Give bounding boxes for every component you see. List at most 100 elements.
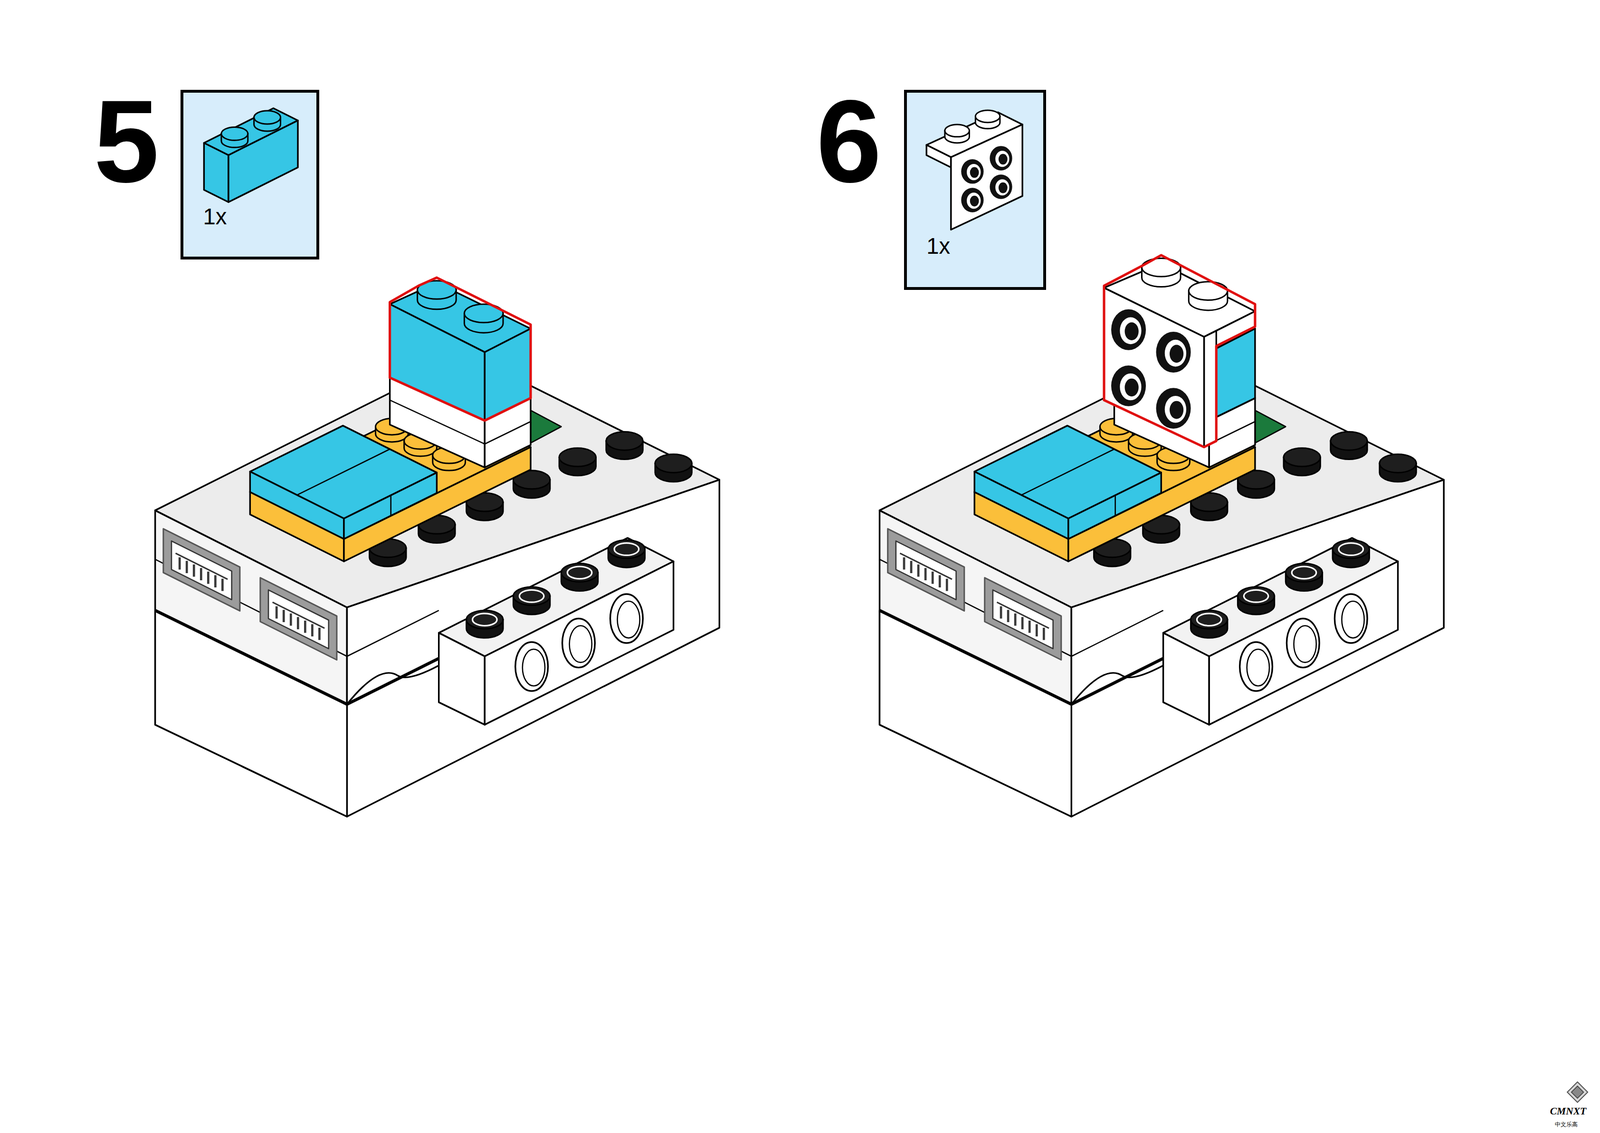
port-pin [924,567,927,581]
port-pin [1028,620,1031,633]
beam-stud-top [608,539,645,559]
hollow-stud-ring [1119,317,1142,345]
port-socket [895,540,957,600]
part-brick-end [204,142,229,203]
port-pin [192,564,196,577]
port-pin [318,627,321,640]
bracket-stud-top [1188,281,1228,301]
port-pin [311,623,314,637]
port-pin [185,560,189,573]
port-pin [903,557,906,570]
hollow-stud [1111,365,1146,407]
beam-stud-ring [472,613,498,626]
new-part-outline [1104,255,1256,448]
port-edge [899,552,953,580]
hollow-stud [990,145,1013,171]
beam-end [438,632,486,725]
beam-stud-top [1332,539,1370,559]
hollow-stud [990,174,1013,200]
hollow-stud [1156,331,1191,373]
part-bracket-end [926,144,952,168]
hub-stud-top [655,454,692,473]
step-number-holder: 6 [816,82,882,200]
hub-assembly [879,255,1445,817]
hub-stud-top [1283,447,1321,467]
port-edge [175,552,229,580]
port-pin [207,571,210,584]
part-stud-top [221,126,248,141]
blue-brick-side [484,328,531,421]
hub-notch [1071,665,1163,705]
port-pin [282,609,286,622]
beam-stud-top [561,563,598,582]
bracket-edge [1204,330,1217,448]
hub-notch [346,665,439,705]
port-pin [289,613,293,626]
port-pin [221,578,224,591]
beam-stud-top [1190,609,1228,629]
watermark-logo [1567,1081,1588,1103]
step-number: 5 [94,82,160,200]
hollow-stud-hole [998,182,1008,194]
watermark: CMNXT [1550,1105,1587,1116]
tile-seam [390,495,392,516]
beam-hole [1239,641,1273,691]
port-pin [1000,606,1003,619]
blue-tile-side [343,472,437,539]
port-socket [268,589,329,648]
hollow-stud-hole [1169,400,1184,420]
green-element [530,409,562,443]
hub-assembly [155,277,720,817]
tile-seam [296,448,390,496]
hollow-stud-ring [966,192,981,209]
brick-seam [484,421,531,444]
port-pin [1042,627,1046,640]
hollow-stud-hole [1124,378,1139,397]
port-socket [171,540,232,600]
beam-hole [515,641,549,691]
step-number-holder: 5 [94,82,160,200]
port-pin [910,560,913,573]
part-icon [183,92,317,257]
port-pin [945,578,949,591]
port-pin [178,557,181,570]
beam-hole-inner [1247,648,1270,686]
port-pin [296,616,300,629]
logo-diamond [1567,1081,1588,1103]
hollow-stud-ring [1119,373,1142,401]
watermark: 中文乐高 [1554,1121,1578,1128]
beam-stud-top [513,586,550,606]
hub-stud-top [559,447,596,467]
hollow-stud-hole [1169,344,1184,363]
hub-seam [346,657,439,705]
hollow-stud-ring [966,163,981,181]
port-pin [917,564,920,577]
hollow-stud [1156,387,1191,429]
new-part-outline [390,277,531,421]
hollow-stud [961,187,984,213]
beam-side [1209,561,1398,725]
beam-stud-ring [1291,566,1317,579]
beam-hole [610,593,644,643]
beam-side [484,561,674,725]
port-pin [931,571,934,584]
part-stud-top [254,110,281,124]
beam-hole-inner [1294,625,1317,663]
hub-groove [1071,609,1163,657]
hub-groove [346,609,439,657]
port-pin [304,620,307,633]
tile-seam [1021,448,1115,496]
beam-stud-ring [1243,589,1269,602]
part-stud-top [944,124,970,137]
part-stud-top [975,110,1000,123]
beam-stud-top [1285,563,1323,582]
hollow-stud [1111,309,1146,351]
beam-stud-ring [567,566,592,579]
port-frame [984,577,1062,660]
part-quantity: 1x [202,205,227,228]
beam-stud-ring [1196,613,1222,626]
watermark-holder: CMNXT [1550,1105,1587,1116]
port-frame [887,528,965,611]
hollow-stud-hole [998,153,1008,165]
beam-stud-top [466,609,504,629]
